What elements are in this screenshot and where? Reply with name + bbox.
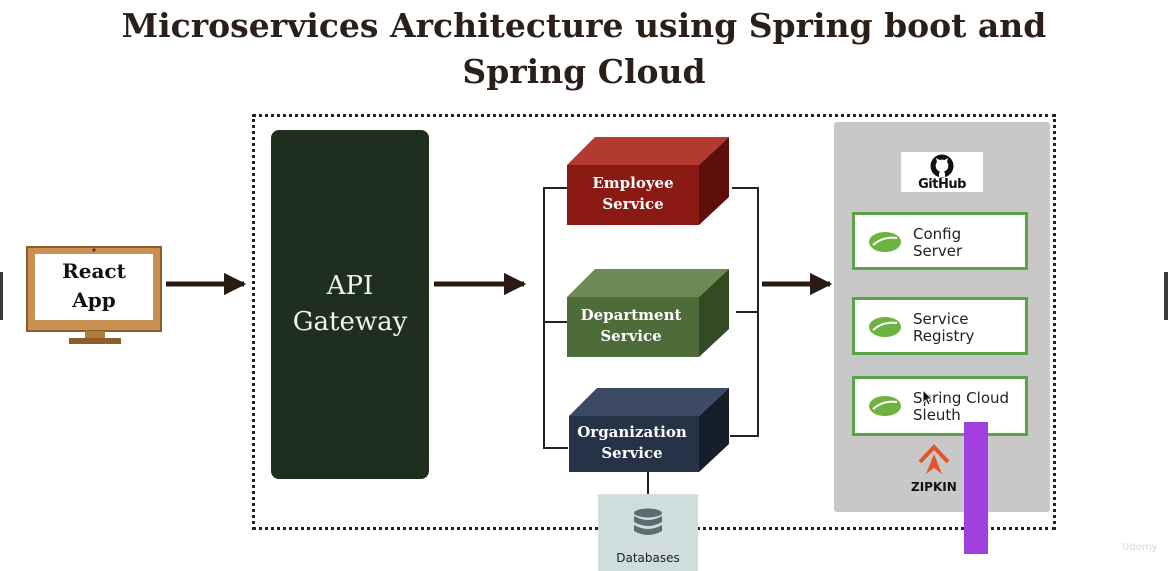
config-server-box: Config Server: [852, 212, 1028, 270]
employee-service-line2: Service: [602, 195, 663, 213]
right-edge-mark: [1164, 272, 1168, 320]
sleuth-box: Spring Cloud Sleuth: [852, 376, 1028, 436]
diagram-title-line2: Spring Cloud: [462, 52, 706, 91]
employee-service: Employee Service: [567, 137, 729, 225]
organization-service-line2: Service: [601, 444, 662, 462]
spring-leaf-icon: [869, 232, 901, 252]
database-icon: [634, 508, 662, 535]
department-service: Department Service: [567, 269, 729, 357]
zipkin-logo-icon: [918, 444, 950, 474]
sleuth-label: Spring Cloud Sleuth: [913, 389, 1010, 425]
react-app-label-line1: React: [62, 259, 126, 283]
organization-service: Organization Service: [569, 388, 729, 472]
left-service-bracket: [543, 187, 568, 449]
employee-service-line1: Employee: [592, 174, 673, 192]
github-octocat-icon: [930, 154, 954, 178]
spring-leaf-icon: [869, 317, 901, 337]
databases-label: Databases: [616, 551, 680, 565]
highlight-bar: [964, 422, 988, 554]
github-label: GitHub: [918, 177, 966, 192]
udemy-watermark: Udemy: [1122, 542, 1158, 553]
react-app-monitor: React App: [26, 246, 162, 344]
diagram-title-line1: Microservices Architecture using Spring …: [121, 6, 1047, 45]
left-edge-mark: [0, 272, 3, 320]
service-registry-label: Service Registry: [913, 310, 975, 346]
mouse-cursor-icon: [922, 389, 934, 406]
service-registry-box: Service Registry: [852, 297, 1028, 355]
github-box: GitHub: [901, 152, 983, 192]
zipkin-label: ZIPKIN: [911, 480, 957, 494]
organization-service-line1: Organization: [577, 423, 687, 441]
config-server-label: Config Server: [913, 225, 963, 261]
right-service-bracket: [730, 187, 759, 437]
department-service-line1: Department: [581, 306, 682, 324]
department-service-line2: Service: [600, 327, 661, 345]
spring-leaf-icon: [869, 396, 901, 416]
databases-box: Databases: [598, 494, 698, 571]
api-gateway: API Gateway: [271, 130, 429, 479]
react-app-label-line2: App: [71, 288, 116, 312]
